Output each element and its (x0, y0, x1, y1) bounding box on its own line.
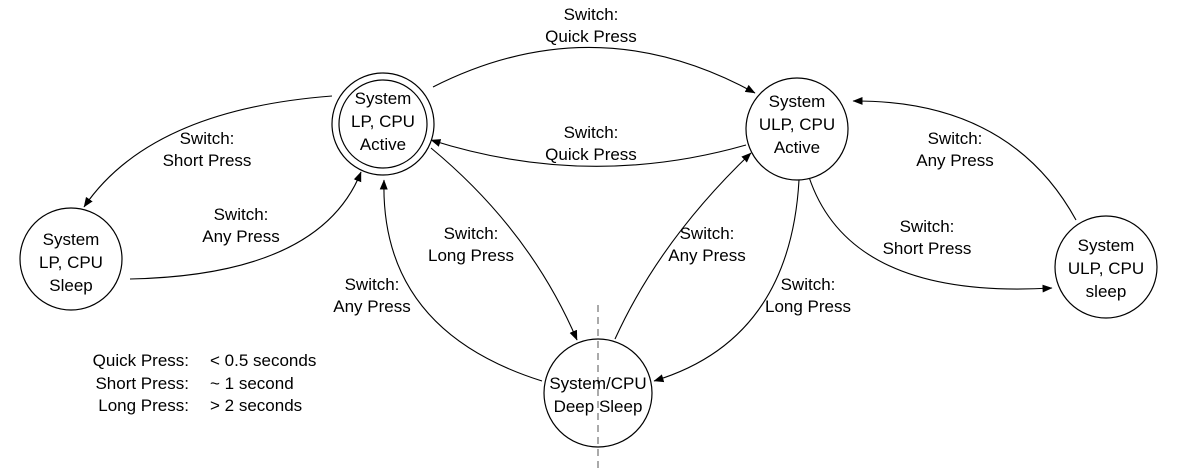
legend-value: < 0.5 seconds (210, 351, 316, 370)
edge-label: Quick Press (545, 27, 637, 46)
edge-label: Switch: (900, 217, 955, 236)
state-ulp-active: System ULP, CPU Active (745, 77, 849, 181)
edge-label: Any Press (916, 151, 993, 170)
edge-label: Switch: (928, 129, 983, 148)
edge-label: Switch: (781, 275, 836, 294)
edge-ulp-active-to-ulp-sleep (808, 176, 1053, 293)
state-label-line: System/CPU (549, 374, 646, 393)
edge-label: Long Press (428, 246, 514, 265)
legend-term: Quick Press: (93, 351, 189, 370)
edge-lp-sleep-to-lp-active (129, 171, 362, 280)
state-lp-active: System LP, CPU Active (331, 72, 435, 176)
edge-label: Any Press (202, 227, 279, 246)
state-label-line: System (1078, 236, 1135, 255)
state-label-line: Active (774, 138, 820, 157)
state-label-line: LP, CPU (39, 253, 103, 272)
edge-lp-active-to-lp-sleep (83, 95, 333, 208)
edge-ulp-sleep-to-ulp-active (852, 96, 1077, 221)
state-label-line: Sleep (49, 276, 92, 295)
edge-lp-active-to-deep-sleep (430, 147, 578, 341)
legend-term: Short Press: (95, 374, 189, 393)
legend-value: > 2 seconds (210, 396, 302, 415)
legend-value: ~ 1 second (210, 374, 294, 393)
state-ulp-sleep: System ULP, CPU sleep (1054, 215, 1158, 319)
state-label-line: sleep (1086, 282, 1127, 301)
edge-deep-sleep-to-ulp-active (614, 152, 752, 340)
legend: Quick Press: < 0.5 seconds Short Press: … (93, 351, 317, 415)
edge-label: Switch: (345, 275, 400, 294)
edge-label: Switch: (564, 123, 619, 142)
state-label-line: ULP, CPU (759, 115, 835, 134)
edge-label: Quick Press (545, 145, 637, 164)
state-label-line: Deep Sleep (554, 397, 643, 416)
edge-label: Switch: (214, 205, 269, 224)
edge-ulp-active-to-deep-sleep (653, 179, 800, 383)
edge-label: Short Press (163, 151, 252, 170)
state-deep-sleep: System/CPU Deep Sleep (543, 338, 653, 448)
edge-label: Switch: (680, 224, 735, 243)
state-label-line: System (769, 92, 826, 111)
state-label-line: Active (360, 135, 406, 154)
transition-labels: Switch: Quick Press Switch: Quick Press … (163, 5, 994, 316)
edge-label: Any Press (668, 246, 745, 265)
legend-term: Long Press: (98, 396, 189, 415)
edge-label: Switch: (444, 224, 499, 243)
edge-label: Switch: (564, 5, 619, 24)
edge-label: Short Press (883, 239, 972, 258)
state-label-line: System (355, 89, 412, 108)
state-label-line: System (43, 230, 100, 249)
edge-lp-active-to-ulp-active (432, 46, 756, 94)
state-label-line: LP, CPU (351, 112, 415, 131)
edge-ulp-active-to-lp-active (430, 139, 747, 167)
edge-label: Switch: (180, 129, 235, 148)
state-lp-sleep: System LP, CPU Sleep (19, 207, 123, 311)
edge-label: Any Press (333, 297, 410, 316)
state-label-line: ULP, CPU (1068, 259, 1144, 278)
edge-deep-sleep-to-lp-active (379, 179, 543, 382)
transitions (83, 46, 1077, 383)
edge-label: Long Press (765, 297, 851, 316)
